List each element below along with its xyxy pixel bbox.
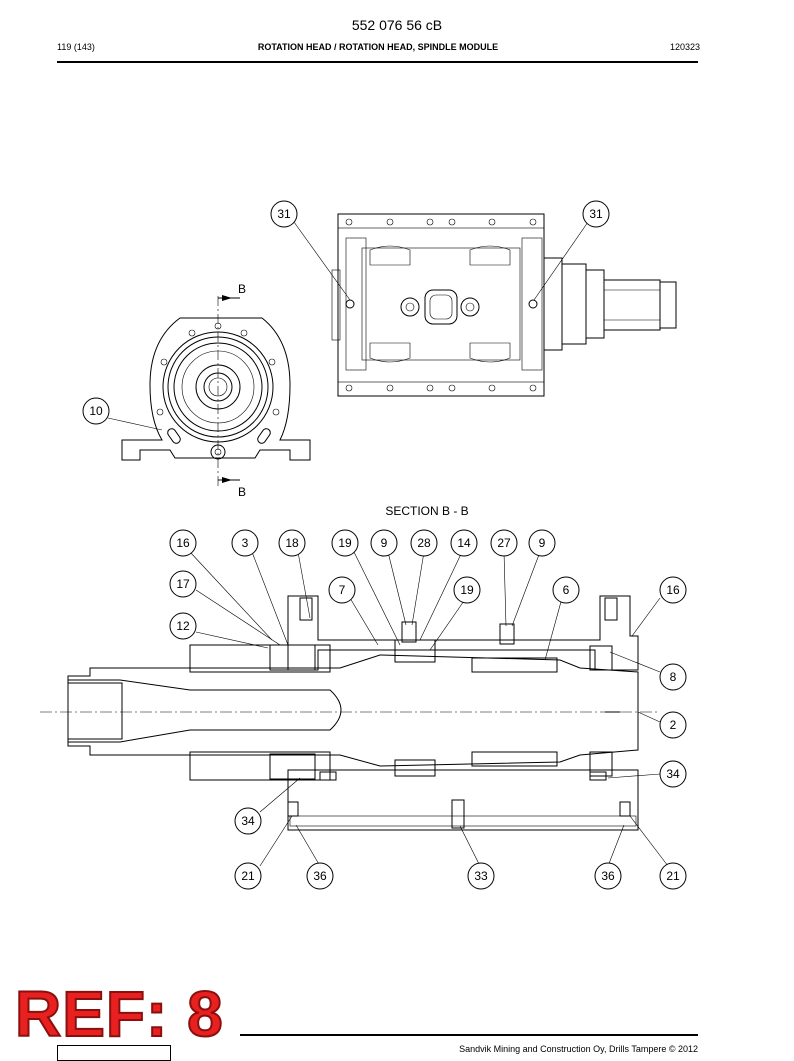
callout-19-mid: 19 (460, 583, 474, 597)
section-mark-bottom: B (238, 485, 246, 499)
ref-stamp: REF: 8 (14, 978, 224, 1050)
callout-28: 28 (417, 536, 431, 550)
footer-copyright: Sandvik Mining and Construction Oy, Dril… (459, 1044, 698, 1054)
footer-rule (240, 1034, 698, 1036)
callout-21-right: 21 (666, 869, 680, 883)
callout-end-10: 10 (89, 404, 103, 418)
callout-8: 8 (670, 670, 677, 684)
callout-circles (82, 200, 687, 890)
callout-36-right: 36 (601, 869, 615, 883)
callout-27: 27 (497, 536, 511, 550)
callout-12: 12 (176, 619, 190, 633)
callout-36-left: 36 (313, 869, 327, 883)
document-date: 120323 (669, 42, 700, 52)
callout-3: 3 (242, 536, 249, 550)
callout-18: 18 (285, 536, 299, 550)
callout-labels: 31 31 10 16 3 18 19 9 28 14 27 9 17 7 19… (89, 207, 680, 883)
callout-34-right: 34 (666, 767, 680, 781)
top-view (331, 213, 677, 397)
callout-16-right: 16 (666, 583, 680, 597)
section-title: SECTION B - B (385, 504, 468, 518)
callout-16-top: 16 (176, 536, 190, 550)
leader-lines (107, 221, 669, 867)
callout-17: 17 (176, 577, 190, 591)
callout-9-right: 9 (539, 536, 546, 550)
page-count: 119 (143) (57, 42, 95, 52)
callout-top-31-right: 31 (589, 207, 603, 221)
section-mark-top: B (238, 282, 246, 296)
callout-9-left: 9 (381, 536, 388, 550)
callout-21-left: 21 (241, 869, 255, 883)
callout-33: 33 (474, 869, 488, 883)
end-view (121, 295, 311, 488)
callout-6: 6 (563, 583, 570, 597)
callout-7: 7 (339, 583, 346, 597)
document-number: 552 076 56 cB (351, 17, 443, 33)
callout-14: 14 (457, 536, 471, 550)
callout-top-31-left: 31 (277, 207, 291, 221)
callout-19-top: 19 (338, 536, 352, 550)
document-title: ROTATION HEAD / ROTATION HEAD, SPINDLE M… (257, 42, 499, 52)
callout-34-left: 34 (241, 814, 255, 828)
header-rule (57, 61, 698, 63)
company-logo (57, 1045, 171, 1061)
section-view (40, 595, 660, 831)
callout-2: 2 (670, 718, 677, 732)
